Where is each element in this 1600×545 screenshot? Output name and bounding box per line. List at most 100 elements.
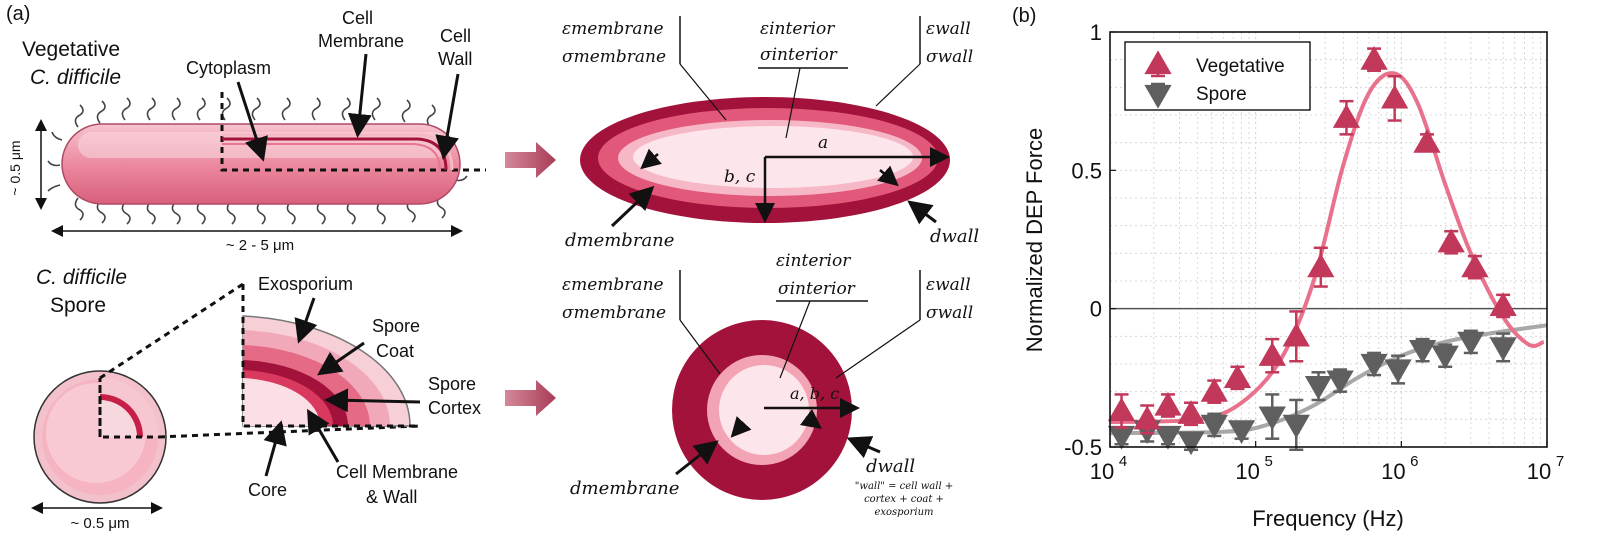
spore-point	[1200, 414, 1228, 439]
sphere-eps-interior: εinterior	[776, 251, 851, 271]
spore-coat-label-line2: Coat	[376, 341, 414, 361]
wall-note-line3: exosporium	[874, 507, 933, 518]
y-axis-label: Normalized DEP Force	[1022, 128, 1047, 353]
ellipsoid-eps-interior: εinterior	[760, 19, 835, 39]
panel-a: (a) Vegetative C. difficile	[6, 3, 979, 532]
cell-membrane-label-line1: Cell	[342, 8, 373, 28]
ellipsoid-d-membrane: dmembrane	[565, 230, 674, 251]
vegetative-point	[1223, 364, 1252, 388]
sphere-sig-interior: σinterior	[778, 279, 856, 299]
spore-point	[1107, 425, 1136, 450]
vegetative-point	[1307, 253, 1335, 278]
cell-membrane-label-line2: Membrane	[318, 31, 404, 51]
y-tick-label: 0.5	[1071, 158, 1102, 183]
ellipsoid-sig-interior: σinterior	[760, 45, 838, 65]
sphere-axis-abc: a, b, c	[790, 384, 839, 403]
vegetative-point	[1154, 391, 1182, 416]
vegetative-point	[1413, 129, 1441, 153]
vegetative-point	[1282, 322, 1310, 347]
spore-point	[1326, 370, 1354, 395]
legend-vegetative-marker	[1144, 50, 1172, 75]
x-tick-label: 10	[1527, 459, 1551, 484]
vegetative-point	[1437, 228, 1465, 253]
ellipsoid-sig-wall: σwall	[926, 47, 973, 67]
sphere-model: a, b, c εmembrane σmembrane εinterior σi…	[562, 251, 973, 518]
spore-point	[1282, 414, 1310, 439]
ellipsoid-model: a b, c εmembrane σmembrane εinterior σin…	[562, 16, 979, 251]
x-tick-label: 10	[1381, 459, 1405, 484]
sphere-sig-wall: σwall	[926, 303, 973, 323]
vegetative-point	[1258, 342, 1286, 366]
sphere-d-wall: dwall	[866, 456, 915, 477]
ellipsoid-eps-membrane: εmembrane	[562, 19, 664, 39]
ellipsoid-eps-wall: εwall	[926, 19, 971, 39]
transition-arrow-vegetative	[505, 142, 556, 178]
x-tick-exponent: 5	[1264, 453, 1272, 470]
ellipsoid-d-wall: dwall	[930, 226, 979, 247]
vegetative-length-label: ~ 2 - 5 μm	[226, 237, 294, 254]
ellipsoid-sig-membrane: σmembrane	[562, 47, 666, 67]
legend-vegetative: Vegetative	[1196, 56, 1285, 77]
spore-drawing: C. difficile Spore ~ 0.5 μm Exosporium	[31, 266, 481, 532]
sphere-d-membrane: dmembrane	[570, 478, 679, 499]
spore-point	[1154, 425, 1182, 450]
vegetative-point	[1332, 104, 1361, 128]
panel-a-label: (a)	[6, 3, 30, 25]
spore-point	[1408, 340, 1437, 364]
x-axis-label: Frequency (Hz)	[1252, 506, 1404, 531]
sphere-eps-membrane: εmembrane	[562, 275, 664, 295]
wall-note-line1: "wall" = cell wall +	[855, 481, 953, 492]
sphere-eps-wall: εwall	[926, 275, 971, 295]
exosporium-label: Exosporium	[258, 274, 353, 294]
spore-species: C. difficile	[36, 266, 127, 289]
spore-point	[1304, 376, 1333, 400]
cell-wall-label-line1: Cell	[440, 26, 471, 46]
plot-frame	[1109, 31, 1548, 448]
wall-note-line2: cortex + coat +	[864, 494, 944, 505]
vegetative-point	[1177, 400, 1205, 424]
spore-point	[1227, 420, 1256, 445]
x-tick-label: 10	[1090, 459, 1114, 484]
ellipsoid-axis-a: a	[818, 133, 828, 153]
spore-cortex-label-line2: Cortex	[428, 398, 481, 418]
flagella	[47, 97, 468, 225]
spore-title: Spore	[50, 294, 106, 317]
spore-point	[1384, 359, 1412, 384]
spore-point	[1258, 406, 1286, 431]
vegetative-cell-drawing: Vegetative C. difficile	[7, 8, 486, 254]
vegetative-height-label: ~ 0.5 μm	[7, 140, 23, 195]
y-tick-label: 1	[1090, 20, 1102, 45]
x-tick-exponent: 7	[1556, 453, 1564, 470]
y-tick-label: 0	[1090, 297, 1102, 322]
transition-arrow-spore	[505, 380, 556, 416]
vegetative-point	[1107, 397, 1136, 422]
cytoplasm-label: Cytoplasm	[186, 58, 271, 78]
spore-coat-label-line1: Spore	[372, 316, 420, 336]
panel-b-label: (b)	[1012, 5, 1036, 27]
vegetative-point	[1133, 405, 1161, 430]
zoom-outline	[220, 92, 486, 172]
legend: Vegetative Spore	[1124, 41, 1311, 111]
spore-size-label: ~ 0.5 μm	[70, 515, 129, 532]
ellipsoid-axis-bc: b, c	[724, 167, 756, 187]
vegetative-point	[1461, 253, 1489, 278]
cell-membrane-wall-label-line1: Cell Membrane	[336, 462, 458, 482]
x-tick-exponent: 6	[1410, 453, 1418, 470]
sphere-sig-membrane: σmembrane	[562, 303, 666, 323]
vegetative-point	[1381, 84, 1409, 109]
spore-point	[1431, 345, 1459, 370]
spore-cortex-label-line1: Spore	[428, 374, 476, 394]
spore-point	[1457, 331, 1485, 356]
spore-point	[1360, 353, 1388, 378]
x-tick-label: 10	[1235, 459, 1259, 484]
vegetative-title: Vegetative	[22, 38, 120, 61]
core-label: Core	[248, 480, 287, 500]
y-tick-label: -0.5	[1064, 435, 1102, 460]
cell-wall-label-line2: Wall	[438, 49, 472, 69]
spore-point	[1177, 431, 1205, 456]
vegetative-species: C. difficile	[30, 66, 121, 89]
vegetative-fit-curve	[1110, 71, 1545, 425]
vegetative-point	[1360, 46, 1388, 70]
